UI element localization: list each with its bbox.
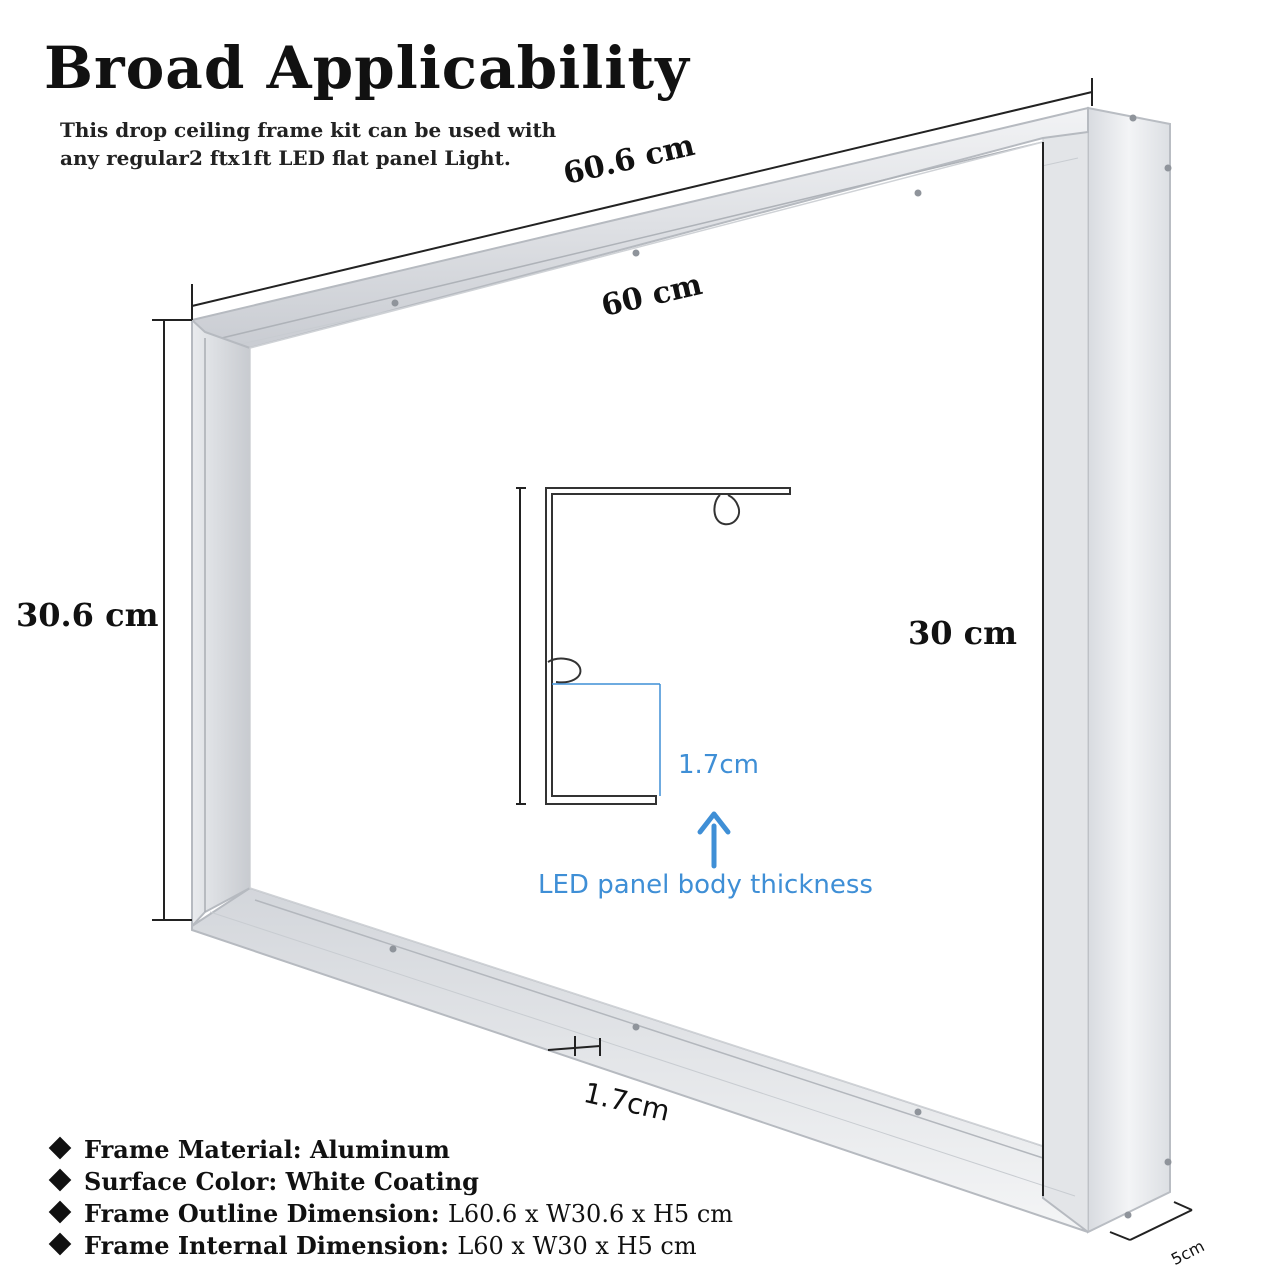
subtitle-line-1: This drop ceiling frame kit can be used … — [60, 118, 557, 142]
spec-item: Frame Material: Aluminum — [48, 1134, 733, 1166]
spec-value: L60 x W30 x H5 cm — [457, 1232, 697, 1260]
spec-item: Surface Color: White Coating — [48, 1166, 733, 1198]
frame-side-face — [1087, 106, 1171, 1234]
frame-right-inner-face — [1042, 107, 1089, 1234]
profile-thickness-caption: LED panel body thickness — [538, 870, 873, 900]
spec-label: Surface Color: — [84, 1167, 278, 1196]
dimension-lines — [152, 78, 1193, 1241]
outer-width-label: 30.6 cm — [16, 596, 159, 634]
subtitle-line-2: any regular2 ftx1ft LED flat panel Light… — [60, 146, 511, 170]
inner-width-label: 30 cm — [908, 614, 1018, 652]
diamond-bullet-icon — [48, 1232, 72, 1256]
spec-label: Frame Outline Dimension: — [84, 1199, 440, 1228]
diamond-bullet-icon — [48, 1168, 72, 1192]
page-title: Broad Applicability — [44, 34, 690, 102]
spec-list: Frame Material: Aluminum Surface Color: … — [48, 1134, 733, 1262]
spec-value: White Coating — [285, 1167, 479, 1196]
spec-label: Frame Material: — [84, 1135, 302, 1164]
profile-thickness-label: 1.7cm — [678, 750, 759, 780]
diamond-bullet-icon — [48, 1200, 72, 1224]
spec-item: Frame Internal Dimension: L60 x W30 x H5… — [48, 1230, 733, 1262]
frame-left-rail — [191, 317, 251, 929]
spec-label: Frame Internal Dimension: — [84, 1231, 449, 1260]
frame-profile-diagram — [516, 487, 791, 869]
diamond-bullet-icon — [48, 1136, 72, 1160]
spec-value: L60.6 x W30.6 x H5 cm — [447, 1200, 734, 1228]
screw-holes — [389, 114, 1172, 1219]
subtitle: This drop ceiling frame kit can be used … — [60, 116, 556, 172]
spec-value: Aluminum — [309, 1135, 450, 1164]
spec-item: Frame Outline Dimension: L60.6 x W30.6 x… — [48, 1198, 733, 1230]
